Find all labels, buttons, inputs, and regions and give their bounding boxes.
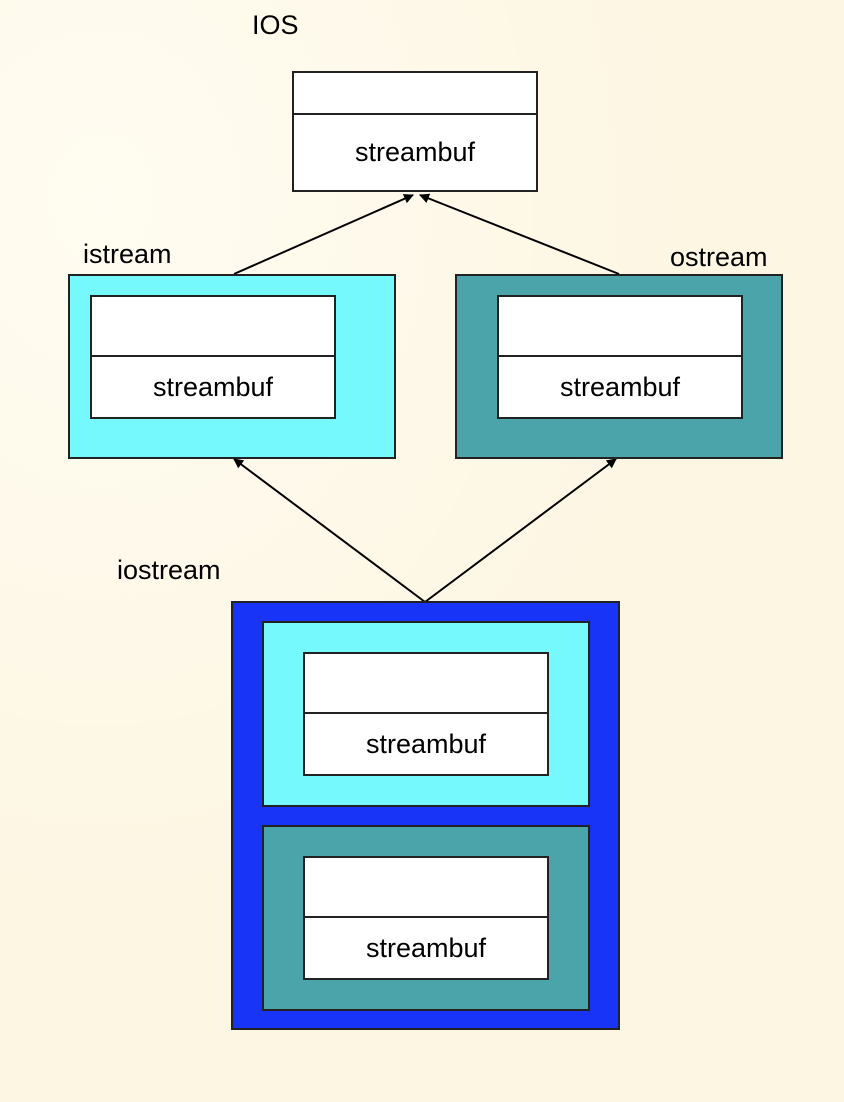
ostream-divider xyxy=(499,355,741,357)
iostream-ostream-part: streambuf xyxy=(262,825,590,1011)
ostream-label: ostream xyxy=(670,242,768,272)
arrow-istream-to-ios xyxy=(233,194,414,275)
iostream-ostream-streambuf-box: streambuf xyxy=(303,856,549,980)
iostream-istream-part: streambuf xyxy=(262,621,590,807)
iostream-istream-divider xyxy=(305,712,547,714)
istream-class-box: streambuf xyxy=(68,274,396,459)
ios-streambuf-label: streambuf xyxy=(354,137,476,167)
ostream-streambuf-box: streambuf xyxy=(497,295,743,419)
iostream-ostream-divider xyxy=(305,916,547,918)
arrow-iostream-to-istream xyxy=(233,458,426,603)
istream-streambuf-label: streambuf xyxy=(152,371,274,402)
iostream-ostream-streambuf-label: streambuf xyxy=(365,932,487,963)
arrow-ostream-to-ios xyxy=(419,193,620,275)
ios-label: IOS xyxy=(252,10,299,40)
ostream-class-box: streambuf xyxy=(455,274,783,459)
iostream-label: iostream xyxy=(117,555,221,585)
istream-label: istream xyxy=(83,239,172,269)
istream-streambuf-box: streambuf xyxy=(90,295,336,419)
ios-divider xyxy=(294,113,536,115)
istream-divider xyxy=(92,355,334,357)
ostream-streambuf-label: streambuf xyxy=(559,371,681,402)
iostream-istream-streambuf-box: streambuf xyxy=(303,652,549,776)
arrow-iostream-to-ostream xyxy=(424,458,617,603)
iostream-class-box: streambuf streambuf xyxy=(231,601,620,1030)
iostream-istream-streambuf-label: streambuf xyxy=(365,728,487,759)
ios-class-box: streambuf xyxy=(292,71,538,192)
